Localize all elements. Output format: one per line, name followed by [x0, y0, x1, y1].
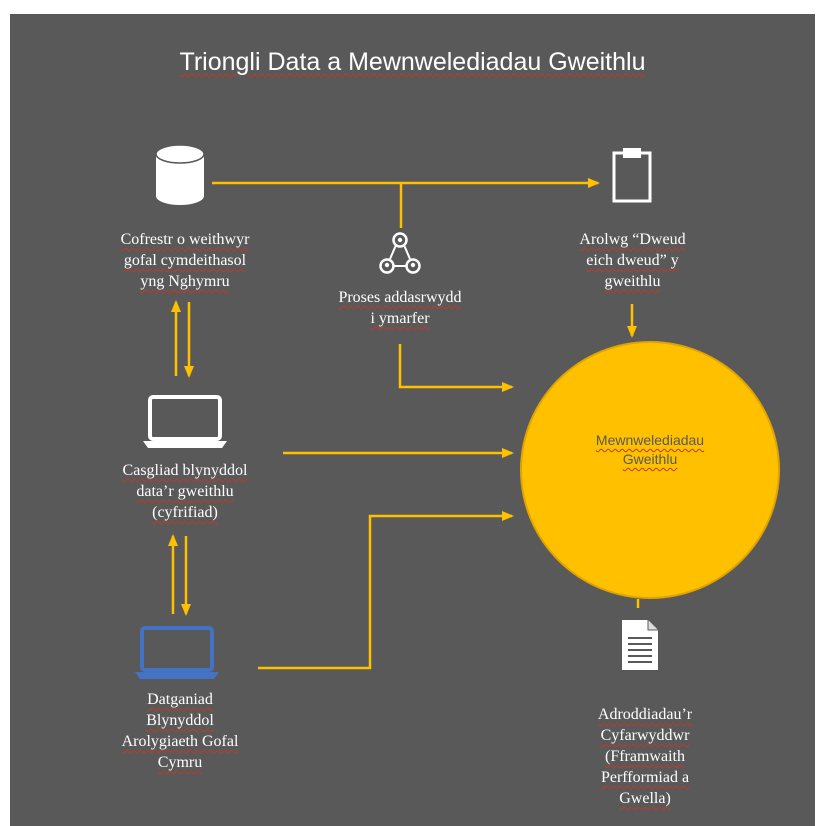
laptop-blue-icon — [135, 626, 219, 679]
register-label: Cofrestr o weithwyr gofal cymdeithasol y… — [120, 231, 250, 290]
collection-label: Casgliad blynyddol data’r gweithlu (cyfr… — [122, 462, 248, 521]
diagram-title: Triongli Data a Mewnwelediadau Gweithlu — [179, 48, 646, 76]
people-network-icon — [379, 232, 421, 274]
fitness-label: Proses addasrwydd i ymarfer — [338, 289, 462, 327]
survey-label: Arolwg “Dweud eich dweud” y gweithlu — [579, 231, 686, 290]
reports-label: Adroddiadau’r Cyfarwyddwr (Fframwaith Pe… — [597, 706, 693, 807]
arrow-fitness-to-insights — [398, 344, 514, 392]
database-icon — [155, 144, 205, 205]
diagram-canvas: Triongli Data a Mewnwelediadau Gweithlu … — [10, 14, 815, 826]
connector-layer — [168, 178, 640, 670]
laptop-icon — [143, 395, 227, 448]
arrow-inspectorate-to-insights — [258, 511, 514, 670]
insights-circle — [520, 341, 780, 599]
document-icon — [622, 620, 658, 670]
insights-label: Mewnwelediadau Gweithlu — [595, 432, 705, 467]
clipboard-icon — [612, 148, 652, 203]
inspectorate-label: Datganiad Blynyddol Arolygiaeth Gofal Cy… — [121, 691, 239, 771]
